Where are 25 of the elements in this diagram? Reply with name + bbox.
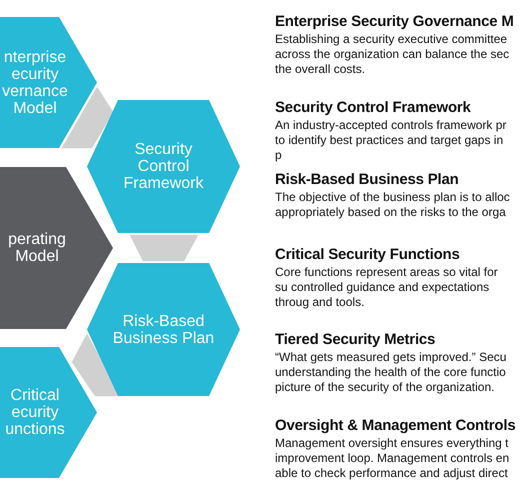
hexagon-shape: [0, 347, 97, 478]
hexagon-shape: [0, 17, 97, 148]
description-text: An industry-accepted controls framework pr to identify best practices and target gaps in p: [275, 118, 508, 163]
description-text: Management oversight ensures everything t improvement loop. Management controls en able to check performance and adjust direct: [275, 436, 510, 481]
hexagon-label: Critical ecurity unctions: [4, 386, 66, 440]
hexagon-label: perating Model: [7, 230, 67, 267]
section-heading: Risk-Based Business Plan: [275, 171, 460, 189]
section-heading: Tiered Security Metrics: [275, 331, 436, 349]
connector-band: [62, 86, 114, 148]
description-text: Core functions represent areas so vital for su controlled guidance and expectations throug and tools.: [275, 265, 499, 310]
hexagon-label: Security Control Framework: [122, 140, 204, 194]
section-heading: Security Control Framework: [275, 99, 472, 117]
hexagon-shape: [0, 167, 113, 329]
section-heading: Enterprise Security Governance M: [275, 13, 515, 31]
section-heading: Oversight & Management Controls: [275, 417, 517, 435]
connector-band: [72, 334, 122, 396]
hexagon-label: nterprise ecurity vernance Model: [1, 48, 69, 118]
section-heading: Critical Security Functions: [275, 246, 461, 264]
connector-band: [130, 234, 198, 262]
hexagon-shape: [87, 263, 240, 396]
hexagon-label: Risk-Based Business Plan: [112, 312, 216, 348]
description-text: The objective of the business plan is to alloc appropriately based on the risks to the orga: [275, 190, 511, 220]
description-text: “What gets measured gets improved.” Secu understanding the health of the core functio picture of the security of the organization.: [275, 350, 508, 395]
description-text: Establishing a security executive committee across the organization can balance the sec the overall costs.: [275, 32, 510, 77]
hexagon-shape: [87, 100, 240, 233]
